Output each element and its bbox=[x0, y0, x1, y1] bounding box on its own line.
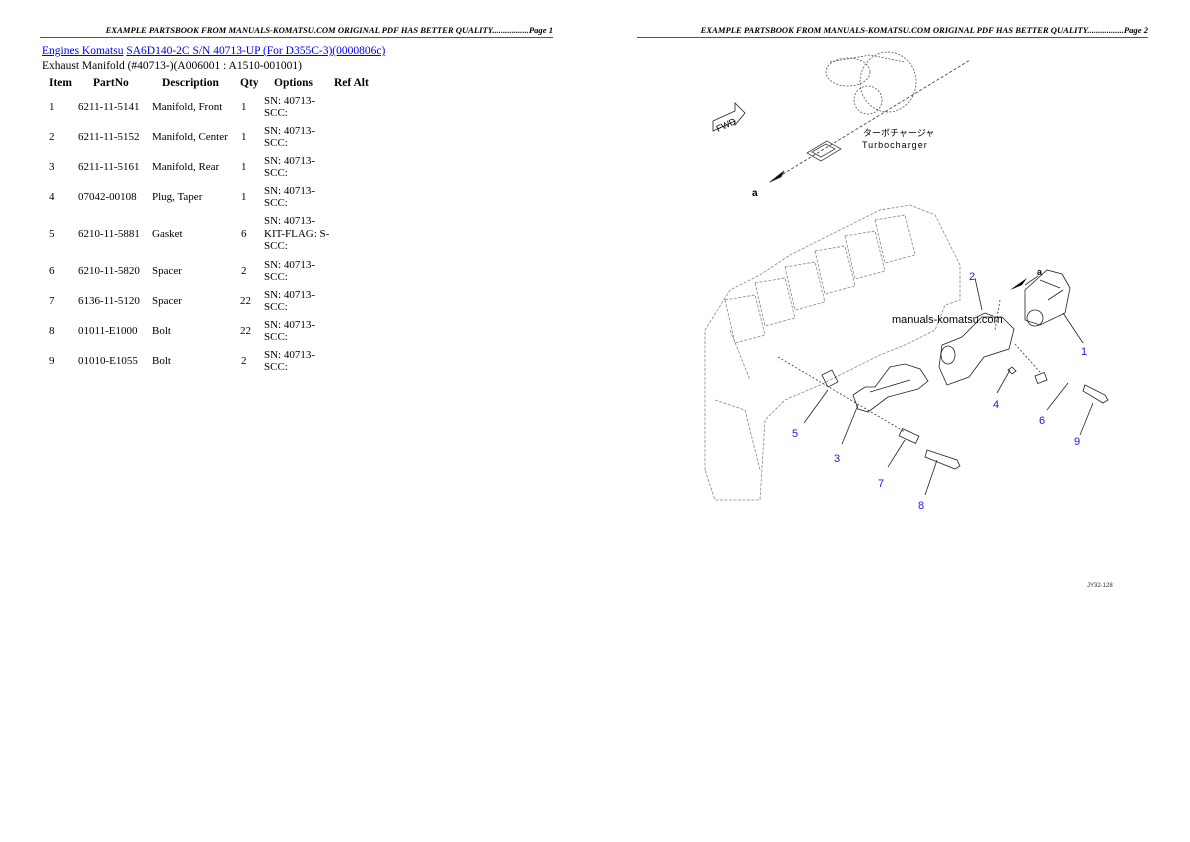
assembly-line bbox=[1014, 343, 1041, 373]
cell-part-no: 6210-11-5820 bbox=[78, 265, 140, 277]
cell-item: 5 bbox=[49, 228, 55, 240]
cell-options: SN: 40713- SCC: bbox=[264, 124, 316, 150]
cell-options: SN: 40713- SCC: bbox=[264, 184, 316, 210]
cell-part-no: 6211-11-5161 bbox=[78, 161, 140, 173]
breadcrumb-link-model[interactable]: SA6D140-2C S/N 40713-UP (For D355C-3)(00… bbox=[126, 45, 386, 57]
cell-item: 2 bbox=[49, 131, 55, 143]
cell-options: SN: 40713- KIT-FLAG: S- SCC: bbox=[264, 215, 330, 253]
assembly-line bbox=[777, 356, 906, 433]
cell-qty: 6 bbox=[241, 228, 247, 240]
cell-description: Manifold, Center bbox=[152, 131, 228, 143]
cell-description: Spacer bbox=[152, 265, 182, 277]
callouts: 1 2 3 4 5 6 7 8 9 bbox=[792, 271, 1087, 512]
turbocharger-drawing bbox=[825, 51, 917, 115]
plug-drawing bbox=[1007, 366, 1017, 375]
cell-part-no: 6210-11-5881 bbox=[78, 228, 140, 240]
cell-part-no: 07042-00108 bbox=[78, 191, 137, 203]
turbo-label-jp: ターボチャージャ bbox=[863, 128, 934, 138]
breadcrumb-link-engines[interactable]: Engines Komatsu bbox=[42, 45, 124, 57]
cell-item: 3 bbox=[49, 161, 55, 173]
cell-options: SN: 40713- SCC: bbox=[264, 318, 316, 344]
cell-item: 4 bbox=[49, 191, 55, 203]
callout-2: 2 bbox=[969, 271, 975, 283]
assembly-line bbox=[994, 299, 1001, 331]
cell-description: Manifold, Rear bbox=[152, 161, 220, 173]
col-header-description: Description bbox=[162, 77, 219, 89]
cell-part-no: 6211-11-5152 bbox=[78, 131, 140, 143]
col-header-item: Item bbox=[49, 77, 72, 89]
fwd-sign-icon: FWD bbox=[712, 102, 746, 134]
cell-item: 8 bbox=[49, 325, 55, 337]
col-header-partno: PartNo bbox=[93, 77, 129, 89]
watermark: manuals-komatsu.com bbox=[892, 314, 1003, 326]
manifold-front-drawing bbox=[1024, 269, 1071, 327]
cell-qty: 2 bbox=[241, 265, 247, 277]
cell-qty: 1 bbox=[241, 191, 247, 203]
cell-item: 6 bbox=[49, 265, 55, 277]
callout-4: 4 bbox=[993, 399, 999, 411]
cell-description: Plug, Taper bbox=[152, 191, 203, 203]
col-header-ref-alt: Ref Alt bbox=[334, 77, 369, 89]
bolt-9-drawing bbox=[1082, 384, 1109, 404]
cell-qty: 1 bbox=[241, 131, 247, 143]
cell-qty: 1 bbox=[241, 101, 247, 113]
arrow-label-a2: a bbox=[1037, 267, 1043, 277]
cell-options: SN: 40713- SCC: bbox=[264, 288, 316, 314]
arrow-a-head bbox=[769, 170, 785, 183]
cell-description: Manifold, Front bbox=[152, 101, 223, 113]
callout-5: 5 bbox=[792, 428, 798, 440]
spacer-6-drawing bbox=[1034, 372, 1048, 384]
manifold-rear-drawing bbox=[852, 363, 929, 413]
cell-qty: 22 bbox=[240, 325, 251, 337]
cell-part-no: 01010-E1055 bbox=[78, 355, 138, 367]
page-1-header: EXAMPLE PARTSBOOK FROM MANUALS-KOMATSU.C… bbox=[40, 25, 553, 38]
drawing-code: JY32-128 bbox=[1087, 583, 1113, 589]
cell-options: SN: 40713- SCC: bbox=[264, 154, 316, 180]
turbo-gasket bbox=[806, 140, 842, 162]
gasket-drawing bbox=[821, 369, 839, 388]
cell-part-no: 6211-11-5141 bbox=[78, 101, 140, 113]
cell-description: Bolt bbox=[152, 325, 171, 337]
col-header-options: Options bbox=[274, 77, 313, 89]
manifold-center-drawing bbox=[938, 312, 1015, 386]
arrow-label-a: a bbox=[752, 188, 758, 199]
cell-description: Gasket bbox=[152, 228, 183, 240]
arrow-a2-head bbox=[1010, 278, 1027, 290]
callout-7: 7 bbox=[878, 478, 884, 490]
callout-3: 3 bbox=[834, 453, 840, 465]
cell-item: 1 bbox=[49, 101, 55, 113]
turbo-label-en: Turbocharger bbox=[862, 140, 928, 150]
cell-options: SN: 40713- SCC: bbox=[264, 94, 316, 120]
callout-9: 9 bbox=[1074, 436, 1080, 448]
engine-block-drawing bbox=[704, 204, 961, 501]
cell-qty: 22 bbox=[240, 295, 251, 307]
bolt-8-drawing bbox=[924, 449, 961, 470]
cell-item: 7 bbox=[49, 295, 55, 307]
callout-8: 8 bbox=[918, 500, 924, 512]
cell-options: SN: 40713- SCC: bbox=[264, 258, 316, 284]
cell-description: Bolt bbox=[152, 355, 171, 367]
cell-part-no: 01011-E1000 bbox=[78, 325, 138, 337]
turbo-axis-line bbox=[769, 59, 971, 183]
exhaust-manifold-diagram: FWD ターボチャージャ Turbocharger a a bbox=[704, 51, 1113, 589]
callout-6: 6 bbox=[1039, 415, 1045, 427]
arrow-a2-line bbox=[1024, 275, 1039, 286]
leader-lines bbox=[803, 277, 1094, 496]
callout-1: 1 bbox=[1081, 346, 1087, 358]
cell-item: 9 bbox=[49, 355, 55, 367]
cell-description: Spacer bbox=[152, 295, 182, 307]
page-title: Exhaust Manifold (#40713-)(A006001 : A15… bbox=[42, 60, 302, 72]
cell-qty: 2 bbox=[241, 355, 247, 367]
breadcrumb: Engines Komatsu SA6D140-2C S/N 40713-UP … bbox=[42, 45, 385, 57]
col-header-qty: Qty bbox=[240, 77, 259, 89]
page-2-header: EXAMPLE PARTSBOOK FROM MANUALS-KOMATSU.C… bbox=[637, 25, 1148, 38]
cell-options: SN: 40713- SCC: bbox=[264, 348, 316, 374]
spacer-7-drawing bbox=[898, 428, 920, 444]
cell-qty: 1 bbox=[241, 161, 247, 173]
cell-part-no: 6136-11-5120 bbox=[78, 295, 140, 307]
